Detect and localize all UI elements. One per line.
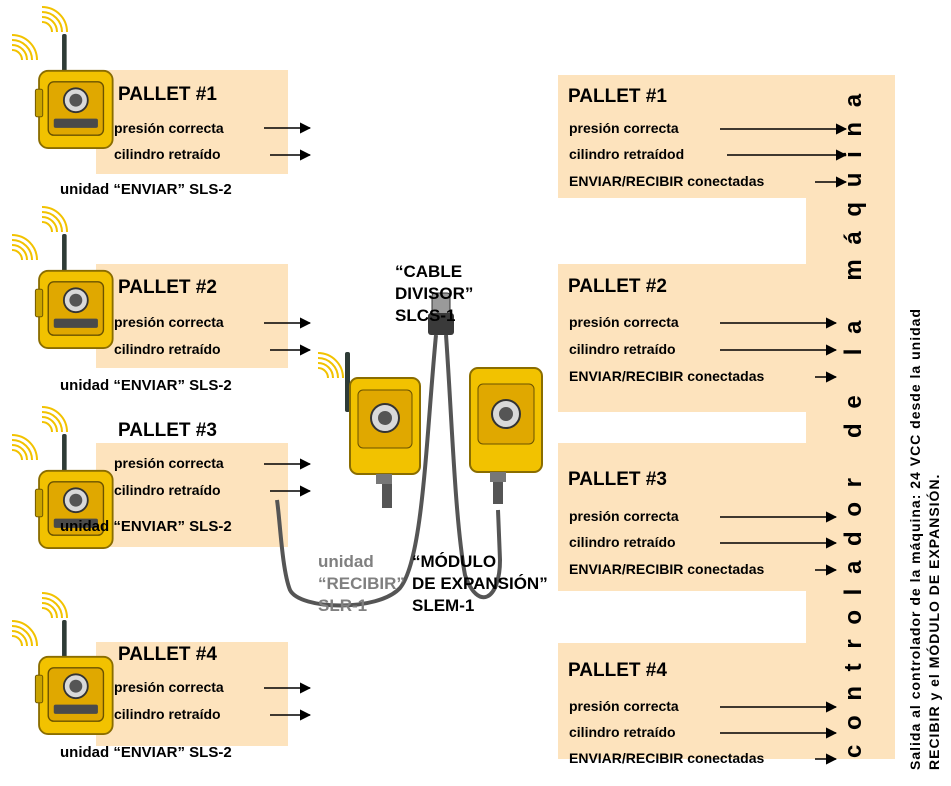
right-pallet-3-signal-1: presión correcta	[569, 508, 679, 524]
left-pallet-2-panel	[96, 264, 288, 368]
splitter-label-line-2: DIVISOR”	[395, 284, 474, 303]
left-pallet-2-signal-2: cilindro retraído	[114, 341, 221, 357]
right-pallet-4-panel	[558, 643, 828, 759]
right-pallet-1-title: PALLET #1	[568, 86, 667, 107]
sender-device-1	[11, 6, 114, 150]
right-pallet-1-panel	[558, 75, 828, 198]
right-pallet-4-signal-3: ENVIAR/RECIBIR conectadas	[569, 750, 765, 766]
left-pallet-1-signal-2: cilindro retraído	[114, 146, 221, 162]
right-pallet-1-signal-3: ENVIAR/RECIBIR conectadas	[569, 173, 765, 189]
right-pallet-4-title: PALLET #4	[568, 660, 667, 681]
right-pallet-2-signal-3: ENVIAR/RECIBIR conectadas	[569, 368, 765, 384]
right-pallet-2-title: PALLET #2	[568, 276, 667, 297]
left-pallet-4-panel	[96, 642, 288, 746]
right-signal-arrows	[720, 123, 848, 765]
splitter-label-line-1: “CABLE	[395, 262, 463, 281]
receiver-label-line-3: SLR-1	[318, 596, 368, 615]
receiver-device	[317, 352, 421, 484]
expansion-label-line-1: “MÓDULO	[412, 552, 497, 571]
left-pallet-4-caption: unidad “ENVIAR” SLS-2	[60, 744, 232, 761]
splitter-cable	[275, 292, 503, 608]
receiver-label-line-2: “RECIBIR”	[318, 574, 405, 593]
sender-device-4	[11, 592, 114, 736]
left-pallet-1-signal-1: presión correcta	[114, 120, 224, 136]
left-pallet-1-panel	[96, 70, 288, 174]
expansion-label-line-3: SLEM-1	[412, 596, 475, 615]
right-pallet-2-signal-1: presión correcta	[569, 314, 679, 330]
left-pallet-4-title: PALLET #4	[118, 644, 217, 665]
expansion-label: “MÓDULO DE EXPANSIÓN” SLEM-1	[412, 551, 548, 617]
left-pallet-3-signal-2: cilindro retraído	[114, 482, 221, 498]
left-pallet-1-caption: unidad “ENVIAR” SLS-2	[60, 181, 232, 198]
right-pallet-1-signal-2: cilindro retraídod	[569, 146, 685, 162]
receiver-label-line-1: unidad	[318, 552, 374, 571]
right-pallet-3-title: PALLET #3	[568, 469, 667, 490]
left-pallet-2-caption: unidad “ENVIAR” SLS-2	[60, 377, 232, 394]
right-pallet-4-signal-1: presión correcta	[569, 698, 679, 714]
splitter-label: “CABLE DIVISOR” SLCS-1	[395, 261, 473, 327]
side-note-line-1: Salida al controlador de la máquina: 24 …	[907, 308, 923, 770]
right-pallet-2-signal-2: cilindro retraído	[569, 341, 676, 357]
left-pallet-3-caption: unidad “ENVIAR” SLS-2	[60, 518, 232, 535]
right-pallet-4-signal-2: cilindro retraído	[569, 724, 676, 740]
left-pallet-3-signal-1: presión correcta	[114, 455, 224, 471]
right-pallet-2-panel	[558, 264, 828, 412]
right-pallet-3-signal-3: ENVIAR/RECIBIR conectadas	[569, 561, 765, 577]
left-pallet-3-panel	[96, 443, 288, 547]
splitter-label-line-3: SLCS-1	[395, 306, 456, 325]
left-signal-arrows	[264, 122, 312, 721]
left-pallet-2-signal-1: presión correcta	[114, 314, 224, 330]
right-pallet-3-signal-2: cilindro retraído	[569, 534, 676, 550]
side-note: Salida al controlador de la máquina: 24 …	[906, 308, 944, 770]
controller-vertical-label: c o n t r o l a d o r d e l a m á q u i …	[840, 91, 867, 758]
left-pallet-1-title: PALLET #1	[118, 84, 217, 105]
left-pallet-3-title: PALLET #3	[118, 420, 217, 441]
expansion-label-line-2: DE EXPANSIÓN”	[412, 574, 548, 593]
left-pallet-2-title: PALLET #2	[118, 277, 217, 298]
left-pallet-4-signal-1: presión correcta	[114, 679, 224, 695]
left-pallet-4-signal-2: cilindro retraído	[114, 706, 221, 722]
receiver-label: unidad “RECIBIR” SLR-1	[318, 551, 405, 617]
sender-device-2	[11, 206, 114, 350]
right-pallet-1-signal-1: presión correcta	[569, 120, 679, 136]
expansion-module	[469, 367, 543, 482]
side-note-line-2: RECIBIR y el MÓDULO DE EXPANSIÓN.	[926, 473, 942, 770]
